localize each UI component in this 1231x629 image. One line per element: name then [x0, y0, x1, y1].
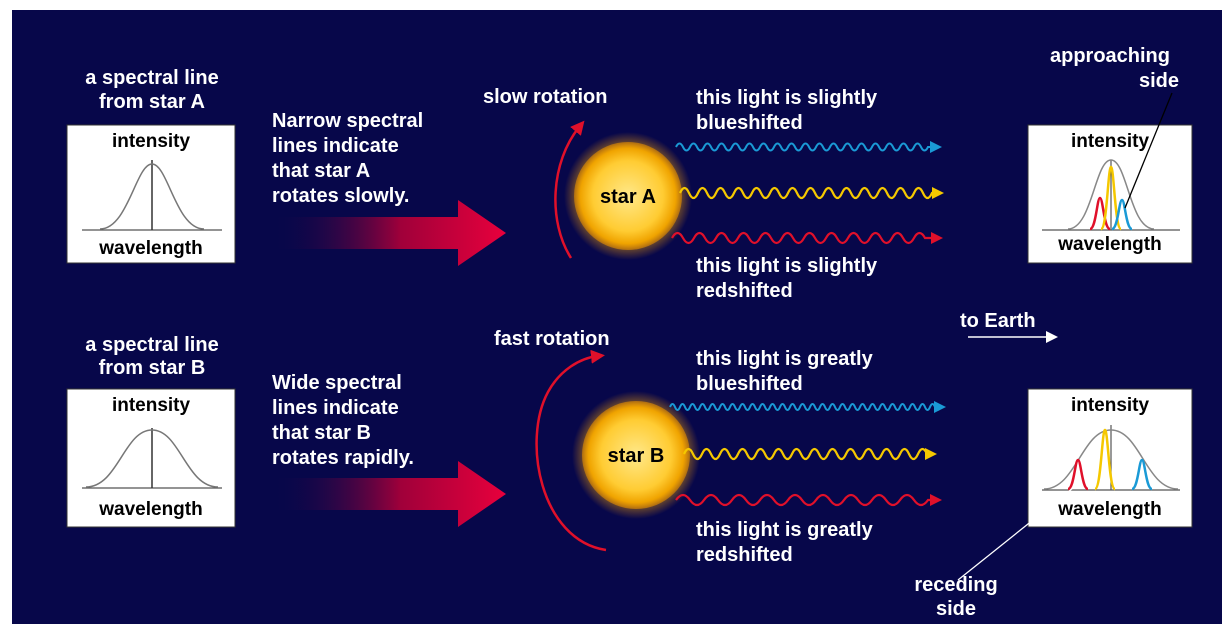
- star-b-label: star B: [608, 445, 665, 467]
- graph-intensity-label: intensity: [112, 395, 191, 416]
- top-red-caption-1: this light is slightly: [696, 255, 878, 277]
- approaching-label-2: side: [1139, 70, 1179, 92]
- bottom-explanation-2: lines indicate: [272, 397, 399, 419]
- broadened-profile: [1067, 159, 1155, 230]
- approaching-pointer: [1124, 92, 1173, 209]
- graph-wavelength-label: wavelength: [98, 238, 202, 259]
- bottom-blue-wave: [669, 401, 944, 415]
- top-row: a spectral line from star A intensity wa…: [66, 45, 1193, 302]
- top-result-graph: intensity wavelength: [1027, 124, 1193, 264]
- narrow-line-profile: [99, 163, 205, 230]
- bottom-spectrum-graph: intensity wavelength: [66, 388, 236, 528]
- star-a: [574, 142, 682, 250]
- top-blue-caption-1: this light is slightly: [696, 87, 878, 109]
- top-explanation-4: rotates slowly.: [272, 185, 409, 207]
- receding-label-1: receding: [914, 574, 997, 596]
- graph-wavelength-label: wavelength: [98, 499, 202, 520]
- bottom-line-label-2: from star B: [99, 357, 206, 379]
- bottom-red-caption-2: redshifted: [696, 544, 793, 566]
- result-wavelength-label: wavelength: [1057, 499, 1161, 520]
- bottom-big-arrow: [272, 461, 506, 527]
- graph-box: [66, 388, 236, 528]
- top-yellow-wave: [678, 186, 944, 200]
- bottom-explanation-4: rotates rapidly.: [272, 447, 414, 469]
- top-explanation-3: that star A: [272, 160, 370, 182]
- top-red-caption-2: redshifted: [696, 280, 793, 302]
- bottom-explanation-3: that star B: [272, 422, 371, 444]
- broadened-profile: [1043, 429, 1179, 490]
- bottom-red-caption-1: this light is greatly: [696, 519, 874, 541]
- bottom-blue-caption-2: blueshifted: [696, 373, 803, 395]
- top-blue-caption-2: blueshifted: [696, 112, 803, 134]
- bottom-rotation-arrow: [535, 349, 607, 552]
- top-red-wave: [671, 231, 943, 245]
- result-intensity-label: intensity: [1071, 131, 1150, 152]
- blue-sub-line: [1111, 198, 1133, 231]
- top-spectrum-graph: intensity wavelength: [66, 124, 236, 264]
- result-graph-box: [1027, 124, 1193, 264]
- bottom-yellow-wave: [682, 447, 937, 461]
- approaching-label-1: approaching: [1050, 45, 1170, 67]
- bottom-row: a spectral line from star B intensity wa…: [66, 328, 1193, 620]
- graph-intensity-label: intensity: [112, 131, 191, 152]
- blue-sub-line: [1131, 458, 1153, 491]
- receding-pointer: [957, 483, 1079, 581]
- graph-box: [66, 124, 236, 264]
- star-b: [582, 401, 690, 509]
- top-line-label-2: from star A: [99, 91, 205, 113]
- bottom-red-wave: [675, 493, 942, 507]
- red-sub-line: [1089, 196, 1111, 231]
- to-earth: to Earth: [960, 310, 1058, 343]
- red-sub-line: [1067, 458, 1089, 491]
- bottom-line-label-1: a spectral line: [85, 334, 218, 356]
- receding-label-2: side: [936, 598, 976, 620]
- bottom-rotation-label: fast rotation: [494, 328, 610, 350]
- wide-line-profile: [85, 429, 219, 488]
- to-earth-label: to Earth: [960, 310, 1036, 332]
- top-explanation-2: lines indicate: [272, 135, 399, 157]
- top-explanation-1: Narrow spectral: [272, 110, 423, 132]
- top-rotation-label: slow rotation: [483, 86, 607, 108]
- result-intensity-label: intensity: [1071, 395, 1150, 416]
- top-line-label-1: a spectral line: [85, 67, 218, 89]
- top-rotation-arrow: [554, 120, 585, 259]
- bottom-explanation-1: Wide spectral: [272, 372, 402, 394]
- yellow-sub-line: [1093, 428, 1117, 491]
- star-a-label: star A: [600, 186, 656, 208]
- top-blue-wave: [675, 141, 942, 153]
- bottom-result-graph: intensity wavelength: [1027, 388, 1193, 528]
- top-big-arrow: [272, 200, 506, 266]
- bottom-blue-caption-1: this light is greatly: [696, 348, 874, 370]
- result-wavelength-label: wavelength: [1057, 234, 1161, 255]
